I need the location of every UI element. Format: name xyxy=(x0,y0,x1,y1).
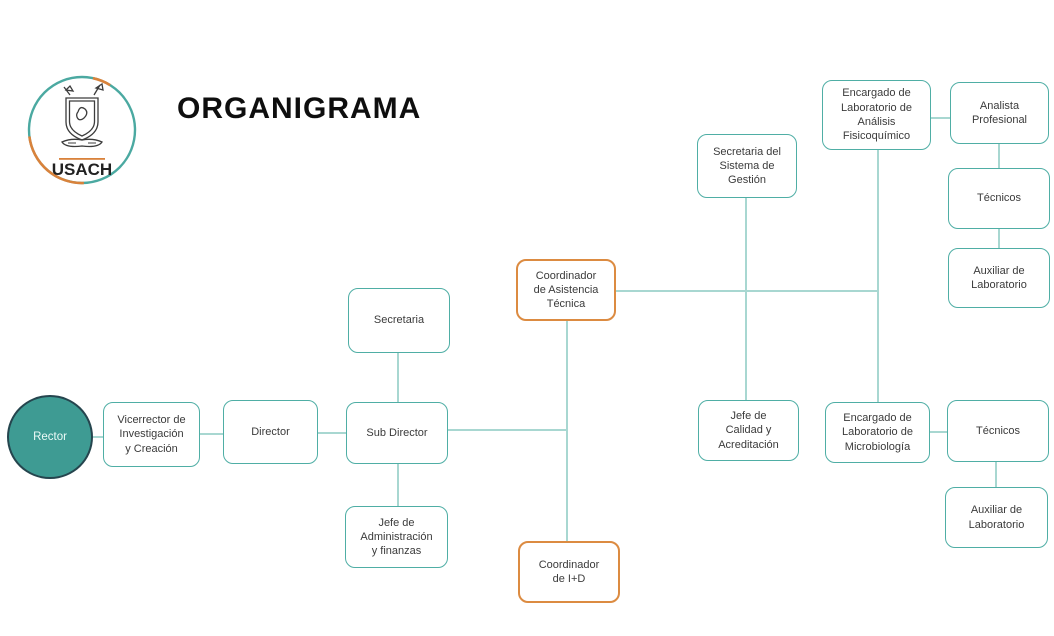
org-node-auxiliar-laboratorio-microbiologia: Auxiliar de Laboratorio xyxy=(945,487,1048,548)
connector-fisicoquimico-microbiologia xyxy=(877,150,879,402)
usach-shield-icon xyxy=(61,82,104,148)
org-node-vicerrector: Vicerrector de Investigación y Creación xyxy=(103,402,200,467)
connector-subdirector-jefeadmin xyxy=(397,464,399,506)
logo-text: USACH xyxy=(52,160,112,179)
org-node-jefe-calidad-acreditacion: Jefe de Calidad y Acreditación xyxy=(698,400,799,461)
connector-vicerrector-director xyxy=(200,433,223,435)
org-node-director: Director xyxy=(223,400,318,464)
org-node-coordinador-id: Coordinador de I+D xyxy=(518,541,620,603)
connector-tecnicos-auxiliar-fq xyxy=(998,229,1000,248)
connector-director-subdirector xyxy=(318,432,346,434)
connector-analista-tecnicos xyxy=(998,144,1000,168)
connector-secretaria-subdirector xyxy=(397,353,399,402)
org-node-tecnicos-microbiologia: Técnicos xyxy=(947,400,1049,462)
org-node-encargado-lab-fisicoquimico: Encargado de Laboratorio de Análisis Fis… xyxy=(822,80,931,150)
logo-ring-orange-tick xyxy=(92,76,111,87)
usach-logo-graphic: USACH xyxy=(27,75,137,185)
org-node-coordinador-asistencia-tecnica: Coordinador de Asistencia Técnica xyxy=(516,259,616,321)
org-node-auxiliar-laboratorio-fisicoquimico: Auxiliar de Laboratorio xyxy=(948,248,1050,308)
connector-rector-vicerrector xyxy=(93,436,104,438)
connector-fisicoquimico-analista xyxy=(931,117,950,119)
org-node-tecnicos-fisicoquimico: Técnicos xyxy=(948,168,1050,229)
org-node-subdirector: Sub Director xyxy=(346,402,448,464)
org-node-jefe-administracion: Jefe de Administración y finanzas xyxy=(345,506,448,568)
org-node-analista-profesional: Analista Profesional xyxy=(950,82,1049,144)
connector-subdirector-trunk xyxy=(448,429,568,431)
logo-divider xyxy=(59,158,105,160)
org-node-encargado-lab-microbiologia: Encargado de Laboratorio de Microbiologí… xyxy=(825,402,930,463)
org-node-secretaria-sistema-gestion: Secretaria del Sistema de Gestión xyxy=(697,134,797,198)
connector-coordasistencia-labs xyxy=(616,290,879,292)
connector-coordasistencia-coordid xyxy=(566,321,568,541)
connector-tecnicos-auxiliar-mb xyxy=(995,462,997,487)
org-node-rector: Rector xyxy=(7,395,93,479)
usach-logo: USACH xyxy=(26,74,138,186)
org-node-secretaria: Secretaria xyxy=(348,288,450,353)
page-title: ORGANIGRAMA xyxy=(177,92,422,125)
connector-secretariagestion-jefecalidad xyxy=(745,198,747,400)
logo-ring-orange-arc xyxy=(28,136,84,185)
connector-microbiologia-tecnicos xyxy=(930,431,947,433)
